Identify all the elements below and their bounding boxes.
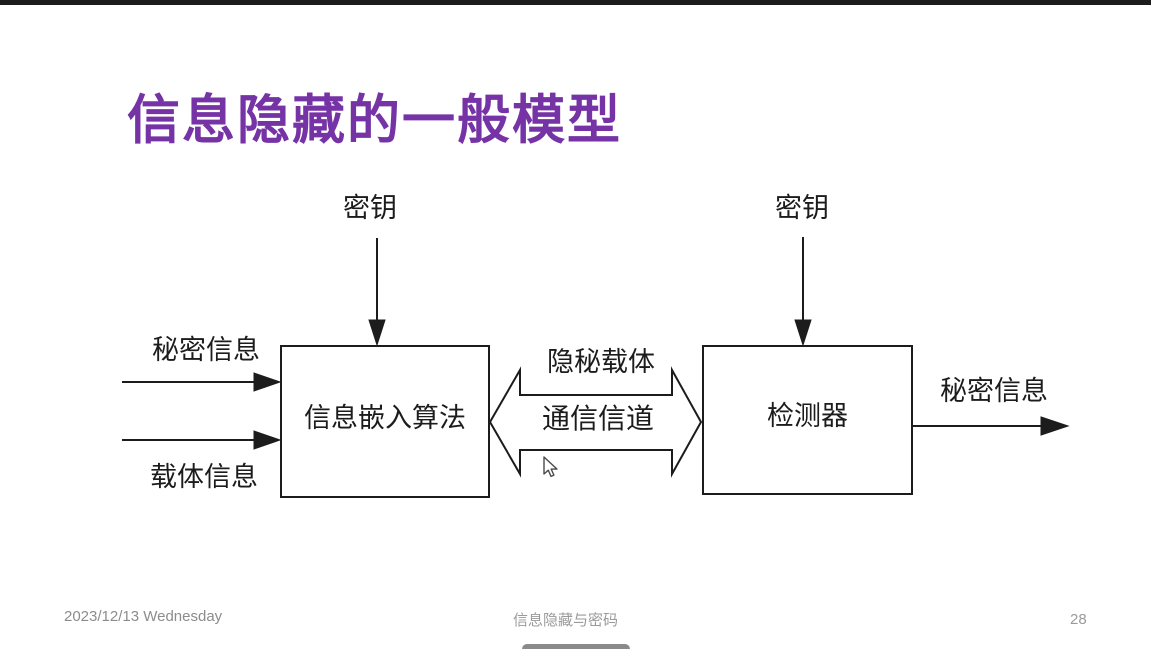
detector-label: 检测器 [767,401,848,432]
key-label-right: 密钥 [775,193,829,223]
output-arrow-icon [913,416,1070,436]
secret-output-label: 秘密信息 [940,376,1048,406]
carrier-input-label: 载体信息 [150,462,258,492]
footer-date: 2023/12/13 Wednesday [64,608,223,625]
channel-double-arrow [488,366,703,478]
key-label-left: 密钥 [343,193,397,223]
footer-course-title: 信息隐藏与密码 [513,612,619,629]
secret-input-label: 秘密信息 [152,335,260,365]
key-arrow-right-icon [794,237,812,347]
top-black-bar [0,0,1151,5]
mouse-cursor-icon [543,456,558,478]
key-arrow-left-icon [368,238,386,347]
bottom-center-handle[interactable] [522,644,630,649]
stego-carrier-label: 隐秘载体 [547,347,655,377]
embed-algorithm-label: 信息嵌入算法 [304,402,466,433]
channel-label: 通信信道 [541,404,655,435]
slide-title: 信息隐藏的一般模型 [127,91,622,150]
input-arrow-bottom-icon [122,430,282,450]
footer-page-number: 28 [1070,611,1087,628]
input-arrow-top-icon [122,372,282,392]
detector-box: 检测器 [702,345,913,495]
embed-algorithm-box: 信息嵌入算法 [280,345,490,498]
